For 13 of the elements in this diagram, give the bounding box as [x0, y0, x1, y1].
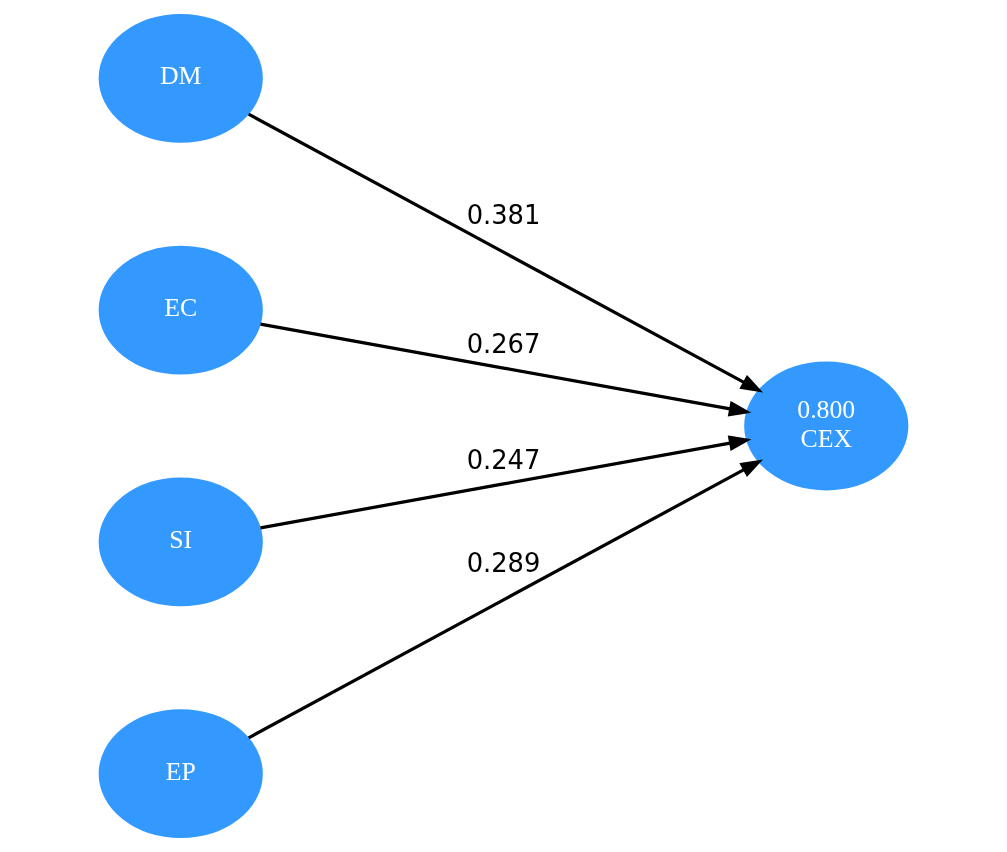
node-ellipse: 0.800 CEX: [744, 361, 909, 491]
node-ellipse: DM: [98, 13, 263, 143]
edge-label: 0.289: [466, 548, 541, 579]
arrow: [247, 459, 763, 740]
arrow: [260, 435, 752, 530]
node-ellipse: SI: [98, 477, 263, 607]
edge-label: 0.247: [466, 445, 541, 476]
arrow: [247, 112, 763, 393]
edge-label: 0.381: [466, 200, 541, 231]
node-ellipse: EC: [98, 245, 263, 375]
arrow: [260, 322, 752, 417]
node-ellipse: EP: [98, 709, 263, 839]
edge-label: 0.267: [466, 329, 541, 360]
